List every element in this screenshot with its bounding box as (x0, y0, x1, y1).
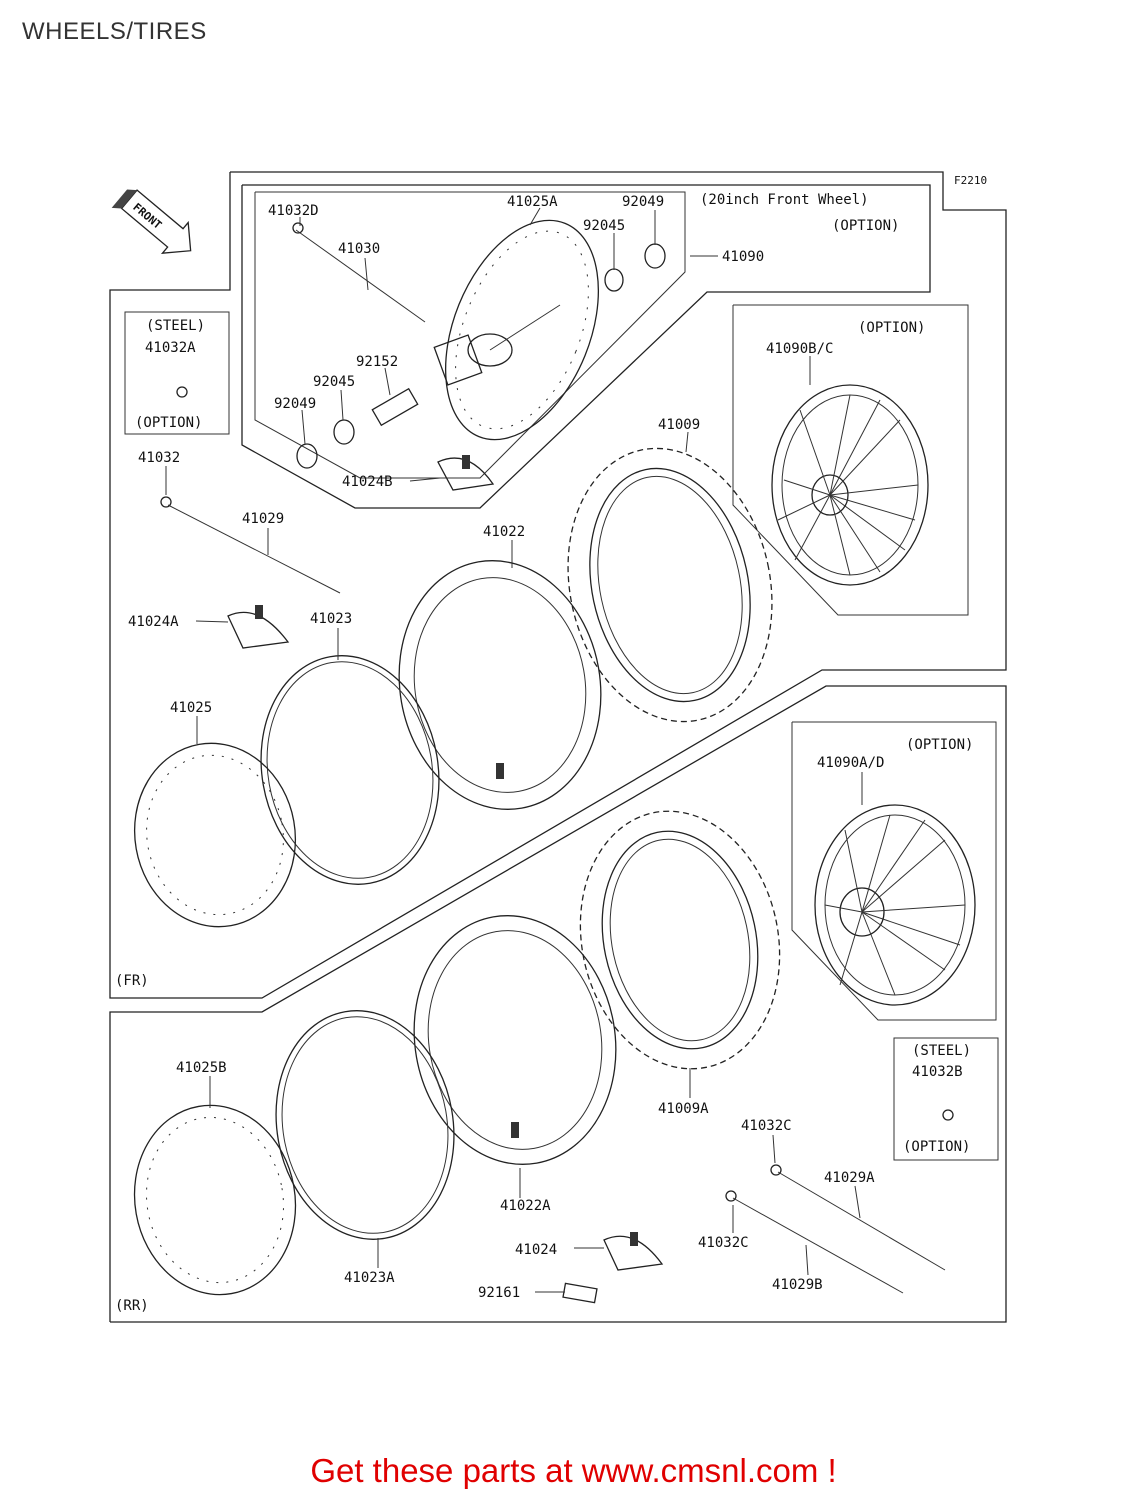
rim-lock-41024A (227, 605, 290, 649)
nut-41032C-lower (725, 1190, 737, 1202)
front-wheel-option-title: (20inch Front Wheel) (700, 192, 869, 208)
seal-92049-bottom (296, 443, 318, 469)
spoked-wheel-41090ad (814, 804, 976, 1006)
rim-lock-41024 (603, 1232, 664, 1271)
steel-box-41032a (124, 311, 230, 435)
rear-tube-41022A (413, 915, 617, 1165)
label-92045-bottom: 92045 (313, 374, 355, 390)
rim-lock-41024B (437, 455, 495, 491)
rear-section-frame (109, 685, 1007, 1323)
label-41023: 41023 (310, 611, 352, 627)
label-41024A: 41024A (128, 614, 179, 630)
label-41090AD: 41090A/D (817, 755, 884, 771)
front-rim-41025 (133, 742, 297, 928)
nut-41032C-upper (770, 1164, 782, 1176)
steel-box-41032b (893, 1037, 999, 1161)
axle-41029 (167, 504, 341, 594)
option-label-41090ad: (OPTION) (906, 737, 973, 753)
label-41022A: 41022A (500, 1198, 551, 1214)
label-92045-top: 92045 (583, 218, 625, 234)
nut-41032B (942, 1109, 954, 1121)
spacer-92152 (371, 387, 419, 427)
label-41022: 41022 (483, 524, 525, 540)
label-92161: 92161 (478, 1285, 520, 1301)
front-rim-band-41023 (260, 655, 440, 885)
nut-41032D (292, 222, 304, 234)
option-label-41032b: (OPTION) (903, 1139, 970, 1155)
label-41032D: 41032D (268, 203, 319, 219)
label-92049-bottom: 92049 (274, 396, 316, 412)
label-41090BC: 41090B/C (766, 341, 833, 357)
axle-41030 (295, 229, 426, 323)
front-wheel-20inch (433, 219, 600, 441)
axle-41029B (732, 1197, 904, 1294)
label-41024: 41024 (515, 1242, 557, 1258)
rear-rim-41025B (133, 1104, 297, 1296)
label-92152: 92152 (356, 354, 398, 370)
weight-92161 (562, 1282, 598, 1304)
steel-label-41032b: (STEEL) (912, 1043, 971, 1059)
front-tube-41022 (398, 560, 602, 810)
label-41032C-upper: 41032C (741, 1118, 792, 1134)
label-41025: 41025 (170, 700, 212, 716)
label-41032: 41032 (138, 450, 180, 466)
bearing-92045-top (604, 268, 624, 292)
label-41009: 41009 (658, 417, 700, 433)
label-41029B: 41029B (772, 1277, 823, 1293)
label-92049-top: 92049 (622, 194, 664, 210)
front-wheel-option-frame (241, 184, 931, 509)
footer-link[interactable]: Get these parts at www.cmsnl.com ! (310, 1452, 837, 1489)
label-41032A: 41032A (145, 340, 196, 356)
nut-41032 (160, 496, 172, 508)
spoked-wheel-41090bc (771, 384, 929, 586)
steel-label-41032a: (STEEL) (146, 318, 205, 334)
figure-code: F2210 (954, 174, 987, 187)
page-title: WHEELS/TIRES (22, 18, 207, 45)
parts-diagram: FRONT (109, 171, 1007, 1323)
option-box-41090ad (791, 721, 997, 1021)
seal-92049-top (644, 243, 666, 269)
label-41090: 41090 (722, 249, 764, 265)
option-box-41090bc (732, 304, 969, 616)
section-rear: (RR) (115, 1298, 149, 1314)
option-label-41032a: (OPTION) (135, 415, 202, 431)
label-41032B: 41032B (912, 1064, 963, 1080)
axle-41029A (777, 1171, 946, 1271)
label-41032C-lower: 41032C (698, 1235, 749, 1251)
bearing-92045-bottom (333, 419, 355, 445)
label-41025B: 41025B (176, 1060, 227, 1076)
front-arrow-icon: FRONT (111, 189, 192, 254)
option-label-41090bc: (OPTION) (858, 320, 925, 336)
label-41030: 41030 (338, 241, 380, 257)
label-41029A: 41029A (824, 1170, 875, 1186)
rear-tire-41009A (579, 810, 781, 1070)
svg-text:FRONT: FRONT (130, 201, 164, 232)
front-wheel-option-note: (OPTION) (832, 218, 899, 234)
label-41029: 41029 (242, 511, 284, 527)
rear-rim-band-41023A (275, 1010, 455, 1240)
label-41023A: 41023A (344, 1270, 395, 1286)
front-section-frame (109, 171, 1007, 999)
nut-41032A (176, 386, 188, 398)
label-41024B: 41024B (342, 474, 393, 490)
section-front: (FR) (115, 973, 149, 989)
label-41025A: 41025A (507, 194, 558, 210)
front-tire-41009 (567, 447, 773, 723)
label-41009A: 41009A (658, 1101, 709, 1117)
